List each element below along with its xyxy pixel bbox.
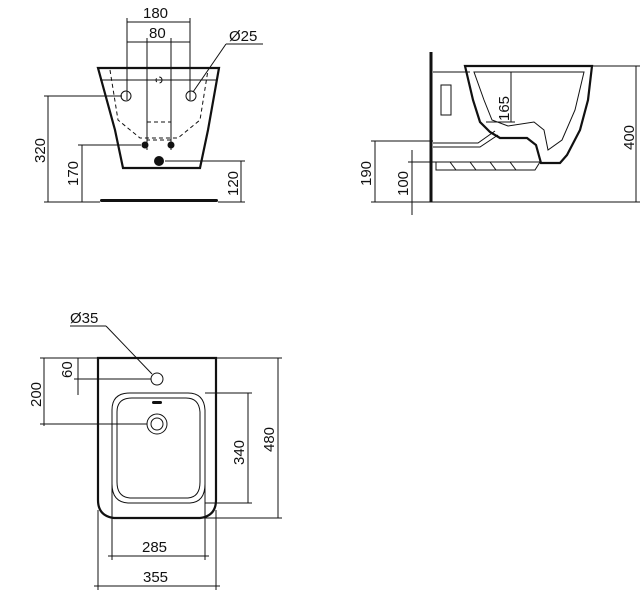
fixing-point-icon [120,90,132,102]
dim-front-height-total: 320 [32,138,49,163]
drain-marker-icon [154,156,164,166]
dim-top-tap-hole-diameter: Ø35 [70,310,98,327]
top-view-outline [96,356,218,520]
dim-front-width-outer: 180 [143,5,168,22]
dim-top-total-length: 480 [261,427,278,452]
dim-side-height-total: 400 [621,125,638,150]
tap-hole-icon [150,372,164,386]
floor-line [100,199,218,202]
dim-front-height-mid: 170 [65,161,82,186]
front-view-body [96,66,221,170]
dim-side-height-floor: 100 [395,171,412,196]
dim-front-width-inner: 80 [149,25,166,42]
dim-front-pipe-diameter: Ø25 [229,28,257,45]
dim-top-drain-offset: 200 [28,382,45,407]
dim-side-height-waste: 190 [358,161,375,186]
side-view: 165 400 190 100 [358,52,640,215]
dim-top-total-width: 355 [143,569,168,586]
front-view: 180 80 Ø25 320 170 120 [32,5,263,203]
dim-top-bowl-width: 285 [142,539,167,556]
dim-side-height-trap: 165 [496,96,513,121]
fixing-point-icon [185,90,197,102]
side-view-body [463,64,594,165]
dim-top-bowl-length: 340 [231,440,248,465]
drain-icon [146,413,168,435]
front-view-hidden-lines [109,69,209,139]
overflow-icon [152,401,162,404]
waste-pipe [433,130,496,144]
top-view: Ø35 60 200 340 480 285 355 [28,310,282,590]
top-view-bowl [111,392,206,504]
dim-top-tap-offset: 60 [59,361,76,378]
dim-front-height-floor: 120 [225,171,242,196]
